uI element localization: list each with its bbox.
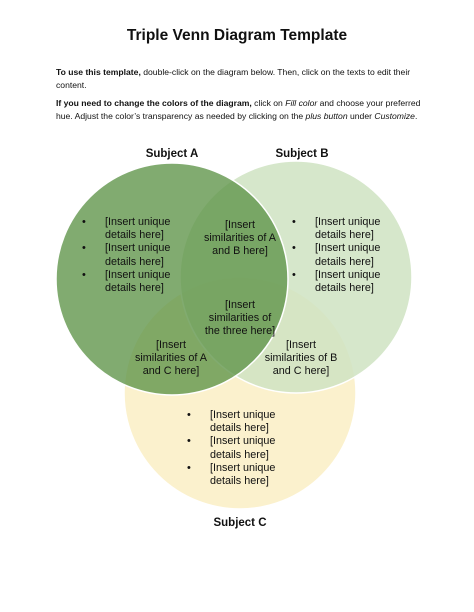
instruction-2-text-b: and choose your preferred hue. Adjust th… <box>56 98 421 121</box>
list-item[interactable]: [Insert unique details here] <box>185 409 285 435</box>
instruction-2-end: . <box>414 110 418 121</box>
subject-b-list: [Insert unique details here] [Insert uni… <box>290 216 390 295</box>
list-item[interactable]: [Insert unique details here] <box>290 269 390 295</box>
subject-c-list: [Insert unique details here] [Insert uni… <box>185 409 285 488</box>
subject-a-label[interactable]: Subject A <box>145 148 199 160</box>
overlap-a-c-text[interactable]: [Insert similarities of A and C here] <box>135 339 207 378</box>
instruction-2-bold: If you need to change the colors of the … <box>56 98 252 108</box>
subject-c-label[interactable]: Subject C <box>213 517 267 529</box>
instruction-2-text-a: click on <box>251 98 286 108</box>
subject-b-label[interactable]: Subject B <box>275 148 329 160</box>
instruction-2-text-c: under <box>347 110 375 121</box>
list-item[interactable]: [Insert unique details here] <box>185 462 285 488</box>
subject-a-list: [Insert unique details here] [Insert uni… <box>80 216 178 295</box>
list-item[interactable]: [Insert unique details here] <box>290 216 390 242</box>
list-item[interactable]: [Insert unique details here] <box>185 435 285 461</box>
instruction-paragraph-2: If you need to change the colors of the … <box>56 97 426 122</box>
list-item[interactable]: [Insert unique details here] <box>290 242 390 268</box>
plus-button-term: plus button <box>305 110 348 121</box>
overlap-b-c-text[interactable]: [Insert similarities of B and C here] <box>264 339 338 378</box>
overlap-all-text[interactable]: [Insert similarities of the three here] <box>204 299 276 338</box>
list-item[interactable]: [Insert unique details here] <box>80 242 178 268</box>
overlap-a-b-text[interactable]: [Insert similarities of A and B here] <box>204 219 276 258</box>
list-item[interactable]: [Insert unique details here] <box>80 269 178 295</box>
customize-term: Customize <box>374 110 415 121</box>
list-item[interactable]: [Insert unique details here] <box>80 216 178 242</box>
fill-color-term: Fill color <box>285 98 318 108</box>
instruction-paragraph-1: To use this template, double-click on th… <box>56 66 426 91</box>
instruction-1-text: double-click on the diagram below. Then,… <box>56 67 411 90</box>
page-title: Triple Venn Diagram Template <box>126 27 348 44</box>
instruction-1-bold: To use this template, <box>56 67 141 77</box>
